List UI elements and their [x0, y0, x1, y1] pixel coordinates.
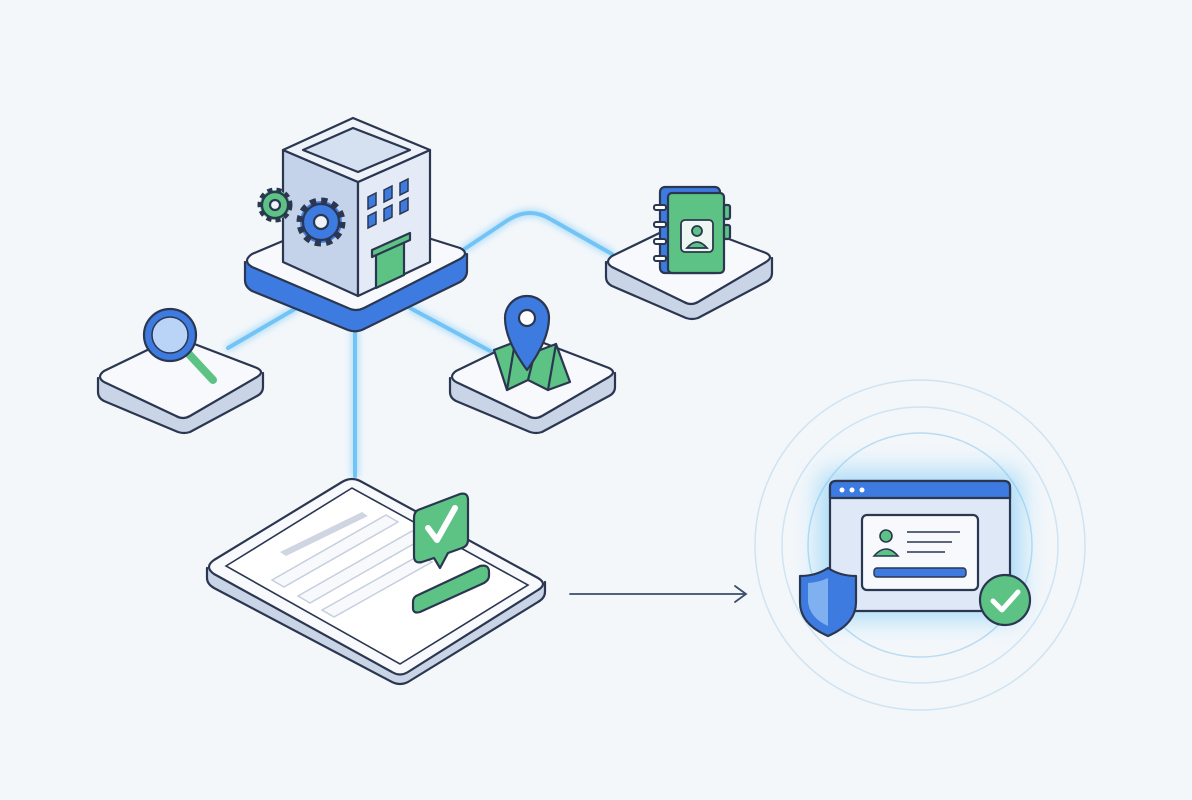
shield-icon	[798, 566, 858, 638]
address-book-icon	[653, 185, 732, 275]
location-node	[448, 294, 617, 435]
office-building-icon	[281, 116, 432, 298]
verified-profile-node	[754, 379, 1086, 711]
connector-hub-map	[408, 306, 494, 354]
search-node	[96, 307, 265, 435]
signal-rings	[754, 379, 1086, 711]
form-fields	[270, 512, 434, 618]
form-node	[205, 477, 547, 686]
connector-lines	[226, 211, 614, 478]
browser-window-icon	[828, 479, 1012, 613]
connector-hub-search	[226, 304, 302, 350]
checkmark-badge-icon	[412, 492, 470, 570]
contact-person-icon	[680, 219, 714, 253]
map-pin-icon	[492, 294, 572, 392]
submit-bar	[411, 564, 491, 614]
arrow-right-icon	[569, 585, 748, 603]
connector-hub-contacts	[461, 211, 614, 256]
gear-icon-green	[257, 187, 293, 223]
gear-icon-blue	[296, 197, 346, 247]
check-circle-icon	[978, 573, 1032, 627]
magnifying-glass-icon	[142, 307, 217, 384]
hub-node	[243, 116, 469, 333]
contacts-node	[604, 185, 774, 321]
